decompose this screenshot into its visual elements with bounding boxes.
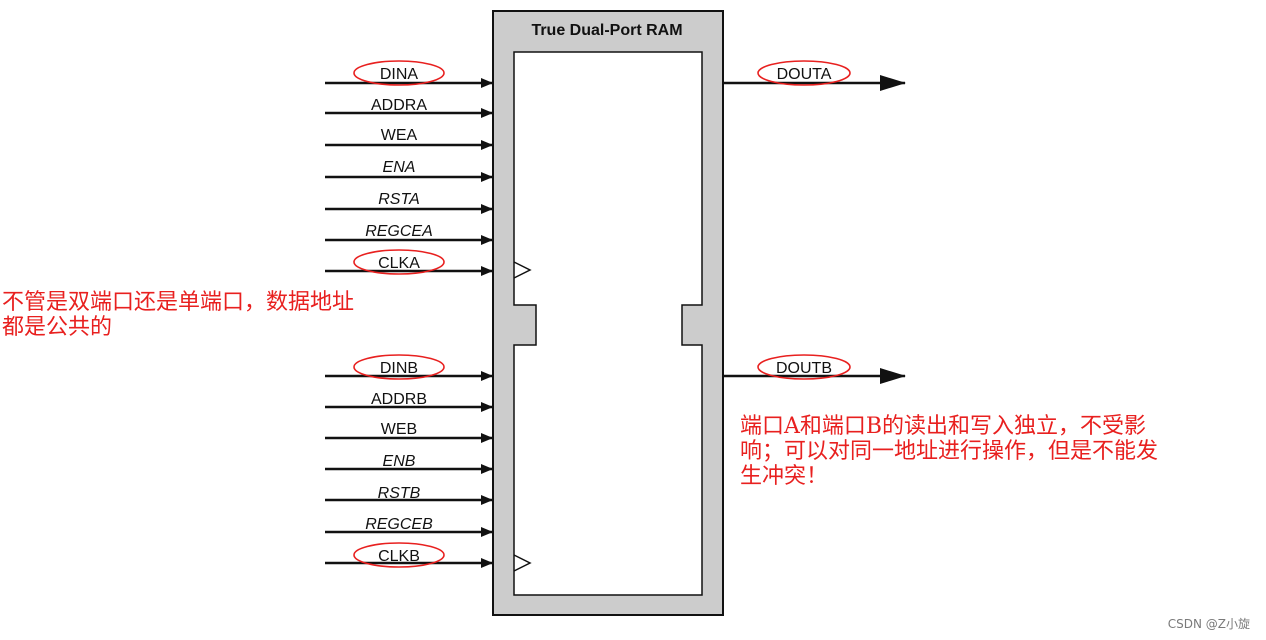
douta-label: DOUTA (777, 66, 832, 83)
clkb-label: CLKB (378, 548, 420, 565)
regceb-label: REGCEB (365, 516, 433, 533)
doutb-highlight-circle (757, 354, 851, 380)
clka-highlight-circle (353, 249, 445, 275)
addrb-label: ADDRB (371, 391, 427, 408)
rstb-label: RSTB (378, 485, 421, 502)
web-label: WEB (381, 421, 417, 438)
addra-label: ADDRA (371, 97, 427, 114)
outputs: DOUTA DOUTB (724, 60, 906, 384)
doutb-label: DOUTB (776, 360, 832, 377)
ram-inner-area (513, 51, 703, 596)
douta-highlight-circle (757, 60, 851, 86)
wea-label: WEA (381, 127, 418, 144)
enb-label: ENB (383, 453, 416, 470)
ena-label: ENA (383, 159, 416, 176)
clka-label: CLKA (378, 255, 420, 272)
watermark: CSDN @Z小旋 (1167, 617, 1250, 631)
port-a-inputs: DINA ADDRA WEA ENA RSTA REGCEA CLKA (325, 60, 493, 276)
regcea-label: REGCEA (365, 223, 433, 240)
dina-label: DINA (380, 66, 419, 83)
dina-highlight-circle (353, 60, 445, 86)
annotation-shared-address: 不管是双端口还是单端口，数据地址 都是公共的 (2, 290, 355, 340)
clkb-clock-symbol (513, 554, 532, 572)
rsta-label: RSTA (378, 191, 419, 208)
annotation-independent-ports: 端口A和端口B的读出和写入独立，不受影 响；可以对同一地址进行操作，但是不能发 … (740, 414, 1159, 489)
dinb-highlight-circle (353, 354, 445, 380)
dinb-label: DINB (380, 360, 418, 377)
clka-clock-symbol (513, 261, 532, 279)
clkb-highlight-circle (353, 542, 445, 568)
ram-block-title: True Dual-Port RAM (531, 22, 682, 39)
port-b-inputs: DINB ADDRB WEB ENB RSTB REGCEB CLKB (325, 354, 493, 568)
